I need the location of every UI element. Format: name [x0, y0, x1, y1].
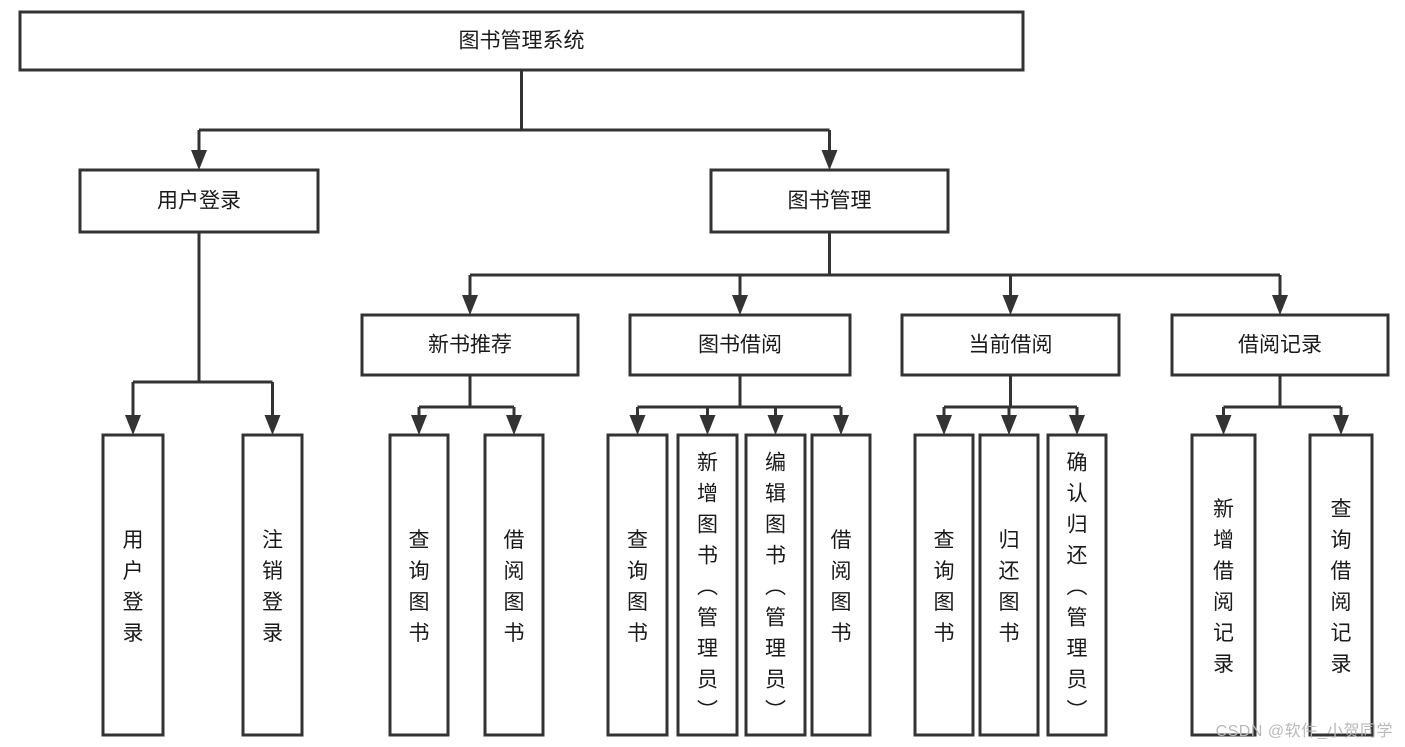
- node-level3-2[interactable]: 当前借阅: [900, 313, 1121, 377]
- node-leaf-5[interactable]: 新增图书︵管理员︶: [676, 433, 739, 737]
- node-level3-1-box[interactable]: [628, 313, 852, 377]
- node-level3-3-label: 借阅记录: [1238, 334, 1322, 357]
- arrow-head-icon: [411, 415, 427, 435]
- arrow-head-icon: [821, 150, 838, 170]
- arrow-head-icon: [732, 295, 748, 315]
- node-leaf-1-label: 注销登录: [262, 529, 283, 645]
- node-root-title[interactable]: 图书管理系统: [18, 10, 1025, 72]
- node-leaf-11[interactable]: 新增借阅记录: [1190, 433, 1257, 737]
- node-leaf-12[interactable]: 查询借阅记录: [1308, 433, 1374, 737]
- arrow-head-icon: [936, 415, 952, 435]
- arrow-head-icon: [767, 415, 784, 435]
- node-leaf-2[interactable]: 查询图书: [388, 433, 450, 737]
- node-level3-0-label: 新书推荐: [428, 334, 512, 357]
- node-level3-2-label: 当前借阅: [969, 334, 1053, 357]
- node-leaf-3-box[interactable]: [483, 433, 545, 737]
- node-leaf-9[interactable]: 归还图书: [978, 433, 1040, 737]
- node-leaf-2-label: 查询图书: [409, 529, 430, 645]
- arrow-head-icon: [1333, 415, 1349, 435]
- node-leaf-11-box[interactable]: [1190, 433, 1257, 737]
- node-leaf-3[interactable]: 借阅图书: [483, 433, 545, 737]
- node-leaf-8-label: 查询图书: [934, 529, 955, 645]
- node-leaf-4-box[interactable]: [606, 433, 669, 737]
- node-leaf-7-box[interactable]: [810, 433, 872, 737]
- node-level3-1-label: 图书借阅: [698, 334, 782, 357]
- node-leaf-12-box[interactable]: [1308, 433, 1374, 737]
- node-leaf-5-label: 新增图书︵管理员︶: [697, 452, 718, 723]
- node-leaf-11-label: 新增借阅记录: [1213, 498, 1234, 676]
- node-leaf-4[interactable]: 查询图书: [606, 433, 669, 737]
- arrow-head-icon: [125, 415, 141, 435]
- node-level3-3-box[interactable]: [1170, 313, 1390, 377]
- node-leaf-6[interactable]: 编辑图书︵管理员︶: [744, 433, 807, 737]
- node-level2-0[interactable]: 用户登录: [78, 168, 320, 234]
- node-leaf-1-box[interactable]: [241, 433, 304, 737]
- watermark-text: CSDN @软件_小贺同学: [1215, 723, 1393, 740]
- node-level2-1[interactable]: 图书管理: [709, 168, 950, 234]
- node-leaf-4-label: 查询图书: [627, 529, 648, 645]
- node-leaf-3-label: 借阅图书: [504, 529, 525, 645]
- node-leaf-2-box[interactable]: [388, 433, 450, 737]
- node-leaf-10[interactable]: 确认归还︵管理员︶: [1046, 433, 1108, 737]
- arrow-head-icon: [1069, 415, 1085, 435]
- node-leaf-10-box[interactable]: [1046, 433, 1108, 737]
- arrow-head-icon: [191, 150, 207, 170]
- node-level3-0-box[interactable]: [360, 313, 580, 377]
- arrow-head-icon: [506, 415, 522, 435]
- connectors-layer: [125, 70, 1349, 435]
- node-leaf-12-label: 查询借阅记录: [1331, 498, 1352, 676]
- node-level2-0-label: 用户登录: [157, 190, 241, 213]
- node-root-title-label: 图书管理系统: [459, 30, 585, 53]
- node-leaf-7-label: 借阅图书: [831, 529, 852, 645]
- node-level2-1-label: 图书管理: [788, 190, 872, 213]
- arrow-head-icon: [462, 295, 478, 315]
- arrow-head-icon: [629, 415, 646, 435]
- node-leaf-10-label: 确认归还︵管理员︶: [1067, 452, 1088, 723]
- arrow-head-icon: [1002, 295, 1019, 315]
- arrow-head-icon: [833, 415, 849, 435]
- node-leaf-9-label: 归还图书: [999, 529, 1020, 645]
- node-level3-0[interactable]: 新书推荐: [360, 313, 580, 377]
- node-leaf-6-label: 编辑图书︵管理员︶: [765, 452, 786, 723]
- arrow-head-icon: [699, 415, 716, 435]
- node-level3-3[interactable]: 借阅记录: [1170, 313, 1390, 377]
- node-leaf-8[interactable]: 查询图书: [913, 433, 975, 737]
- nodes-layer: 图书管理系统用户登录图书管理新书推荐图书借阅当前借阅借阅记录用户登录注销登录查询…: [18, 10, 1390, 737]
- node-level2-0-box[interactable]: [78, 168, 320, 234]
- arrow-head-icon: [1215, 415, 1232, 435]
- arrow-head-icon: [1272, 295, 1288, 315]
- node-leaf-1[interactable]: 注销登录: [241, 433, 304, 737]
- node-leaf-8-box[interactable]: [913, 433, 975, 737]
- node-leaf-0[interactable]: 用户登录: [101, 433, 165, 737]
- arrow-head-icon: [1001, 415, 1017, 435]
- node-level3-2-box[interactable]: [900, 313, 1121, 377]
- node-leaf-9-box[interactable]: [978, 433, 1040, 737]
- node-root-title-box[interactable]: [18, 10, 1025, 72]
- node-leaf-6-box[interactable]: [744, 433, 807, 737]
- node-leaf-5-box[interactable]: [676, 433, 739, 737]
- node-level2-1-box[interactable]: [709, 168, 950, 234]
- node-leaf-7[interactable]: 借阅图书: [810, 433, 872, 737]
- node-level3-1[interactable]: 图书借阅: [628, 313, 852, 377]
- node-leaf-0-label: 用户登录: [123, 529, 144, 645]
- arrow-head-icon: [264, 415, 281, 435]
- node-leaf-0-box[interactable]: [101, 433, 165, 737]
